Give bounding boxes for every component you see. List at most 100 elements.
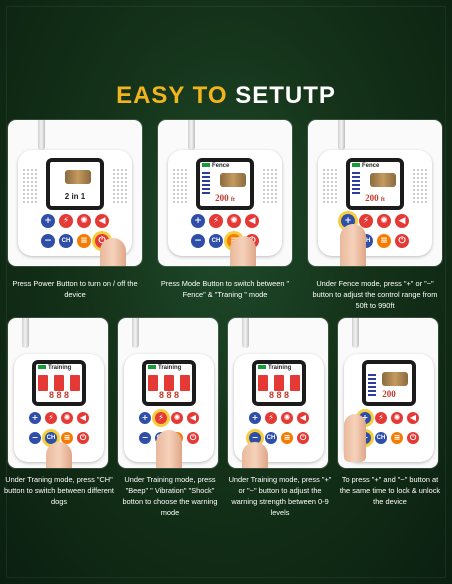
dogs-logo <box>220 173 246 187</box>
button-row-top: + ⚡ ✺ ◀ <box>18 214 132 230</box>
plus-button[interactable]: + <box>139 412 151 424</box>
beep-button[interactable]: ◀ <box>245 214 259 228</box>
level-indicators <box>148 375 190 391</box>
beep-button[interactable]: ◀ <box>395 214 409 228</box>
lcd-display: Training 8 8 8 <box>146 364 192 402</box>
level-indicators <box>38 375 80 391</box>
power-button[interactable]: ⏻ <box>407 432 419 444</box>
mode-button[interactable]: ≡ <box>377 234 391 248</box>
device-screen: Training 8 8 8 <box>32 360 86 406</box>
ch-button[interactable]: CH <box>265 432 277 444</box>
lcd-level-digits: 8 8 8 <box>268 390 290 400</box>
beep-button[interactable]: ◀ <box>297 412 309 424</box>
battery-icon <box>148 365 156 370</box>
lcd-level-digits: 8 8 8 <box>158 390 180 400</box>
plus-button[interactable]: + <box>41 214 55 228</box>
title-part-easy-to: EASY TO <box>116 82 228 109</box>
lcd-range-value: 200 ft <box>365 193 385 203</box>
beep-button[interactable]: ◀ <box>187 412 199 424</box>
lcd-range-value: 200 <box>382 389 396 399</box>
button-row-bottom: − CH ≡ ⏻ <box>18 234 132 250</box>
shock-button[interactable]: ⚡ <box>265 412 277 424</box>
minus-button[interactable]: − <box>249 432 261 444</box>
lcd-mode-label: Training <box>258 365 291 371</box>
beep-button[interactable]: ◀ <box>77 412 89 424</box>
pressing-finger <box>100 238 126 266</box>
mode-button[interactable]: ≡ <box>281 432 293 444</box>
remote-device: 2 in 1 + ⚡ ✺ ◀ − CH ≡ ⏻ <box>18 150 132 256</box>
shock-button[interactable]: ⚡ <box>45 412 57 424</box>
speaker-grille-left <box>172 168 188 204</box>
plus-button[interactable]: + <box>249 412 261 424</box>
pressing-finger <box>46 442 72 468</box>
beep-button[interactable]: ◀ <box>95 214 109 228</box>
lcd-mode-label: Training <box>38 365 71 371</box>
minus-button[interactable]: − <box>191 234 205 248</box>
plus-button[interactable]: + <box>29 412 41 424</box>
shock-button[interactable]: ⚡ <box>209 214 223 228</box>
speaker-grille-right <box>262 168 278 204</box>
step-card-fence-range: Fence 200 ft + ⚡ ✺ ◀ − CH ≡ ⏻ <box>308 120 442 266</box>
mode-button[interactable]: ≡ <box>61 432 73 444</box>
antenna <box>188 120 195 150</box>
title-part-setup: SETUTP <box>235 82 336 109</box>
button-row-top: + ⚡ ✺ ◀ <box>168 214 282 230</box>
ch-button[interactable]: CH <box>59 234 73 248</box>
mode-button[interactable]: ≡ <box>77 234 91 248</box>
power-button[interactable]: ⏻ <box>297 432 309 444</box>
shock-button[interactable]: ⚡ <box>359 214 373 228</box>
step-card-warning-mode: Training 8 8 8 + ⚡ ✺ ◀ − CH ≡ ⏻ <box>118 318 218 468</box>
vibration-button[interactable]: ✺ <box>77 214 91 228</box>
ch-button[interactable]: CH <box>209 234 223 248</box>
device-screen: 2 in 1 <box>46 158 104 210</box>
device-screen: Fence 200 ft <box>346 158 404 210</box>
lcd-display: Training 8 8 8 <box>256 364 302 402</box>
antenna <box>352 318 359 348</box>
power-button[interactable]: ⏻ <box>77 432 89 444</box>
power-button[interactable]: ⏻ <box>395 234 409 248</box>
page-title: EASY TO SETUTP <box>0 82 452 110</box>
vibration-button[interactable]: ✺ <box>171 412 183 424</box>
remote-device: Fence 200 ft + ⚡ ✺ ◀ − CH ≡ ⏻ <box>168 150 282 256</box>
button-row-bottom: − CH ≡ ⏻ <box>14 432 104 448</box>
caption-step-7: To press "+" and "−" button at the same … <box>339 475 441 506</box>
vibration-button[interactable]: ✺ <box>391 412 403 424</box>
antenna <box>38 120 45 150</box>
shock-button[interactable]: ⚡ <box>375 412 387 424</box>
shock-button[interactable]: ⚡ <box>155 412 167 424</box>
ch-button[interactable]: CH <box>45 432 57 444</box>
device-screen: Training 8 8 8 <box>252 360 306 406</box>
battery-icon <box>38 365 46 370</box>
vibration-button[interactable]: ✺ <box>281 412 293 424</box>
pressing-finger <box>340 224 366 266</box>
lcd-mode-label: Fence <box>202 163 229 169</box>
caption-step-3: Under Fence mode, press "+" or "−" butto… <box>312 279 438 310</box>
speaker-grille-right <box>412 168 428 204</box>
vibration-button[interactable]: ✺ <box>227 214 241 228</box>
device-screen: Training 8 8 8 <box>142 360 196 406</box>
speaker-grille-right <box>112 168 128 204</box>
frame-border <box>6 6 446 578</box>
plus-button[interactable]: + <box>191 214 205 228</box>
minus-button[interactable]: − <box>139 432 151 444</box>
lcd-display: 2 in 1 <box>50 162 100 206</box>
step-card-lock: 200 + ⚡ ✺ ◀ − CH ≡ ⏻ <box>338 318 438 468</box>
vibration-button[interactable]: ✺ <box>61 412 73 424</box>
caption-step-2: Press Mode Button to switch between " Fe… <box>160 279 290 299</box>
beep-button[interactable]: ◀ <box>407 412 419 424</box>
caption-step-6: Under Training mode, press "+" or "−" bu… <box>228 475 332 517</box>
mode-button[interactable]: ≡ <box>391 432 403 444</box>
ch-button[interactable]: CH <box>375 432 387 444</box>
button-row-top: + ⚡ ✺ ◀ <box>318 214 432 230</box>
minus-button[interactable]: − <box>41 234 55 248</box>
power-button[interactable]: ⏻ <box>187 432 199 444</box>
shock-button[interactable]: ⚡ <box>59 214 73 228</box>
dogs-logo <box>65 170 91 184</box>
minus-button[interactable]: − <box>29 432 41 444</box>
level-bars <box>202 172 210 196</box>
dogs-logo <box>370 173 396 187</box>
button-row-top: + ⚡ ✺ ◀ <box>14 412 104 428</box>
vibration-button[interactable]: ✺ <box>377 214 391 228</box>
lcd-level-digits: 8 8 8 <box>48 390 70 400</box>
antenna <box>338 120 345 150</box>
